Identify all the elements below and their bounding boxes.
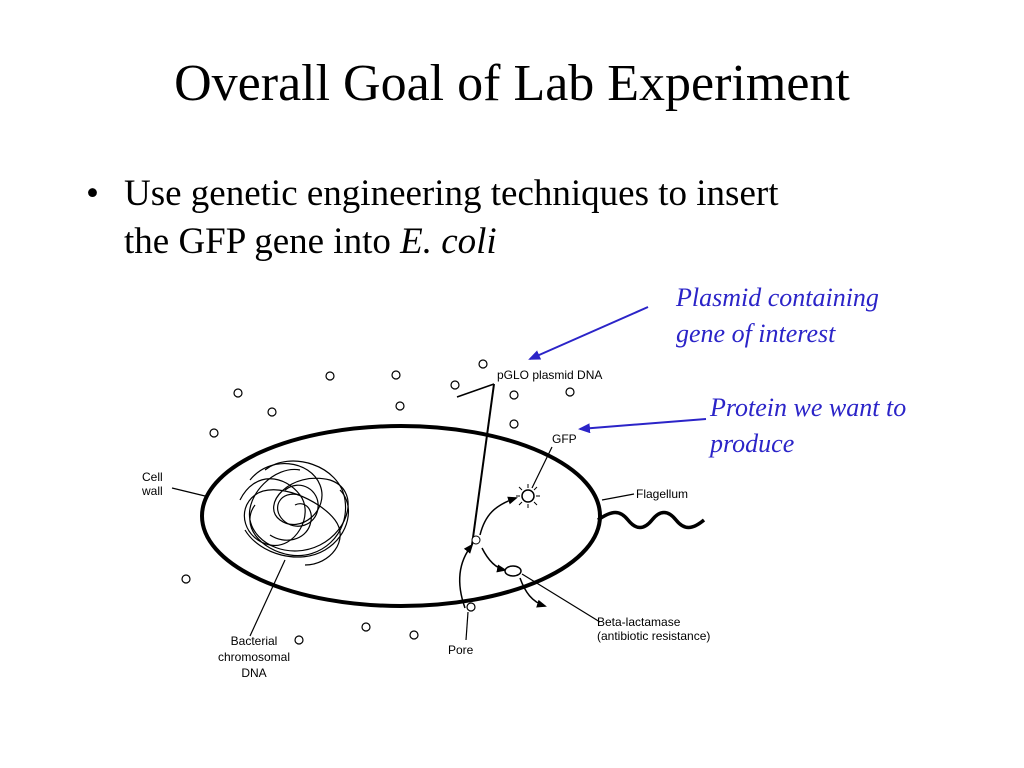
beta-lactamase-label-1: Beta-lactamase xyxy=(597,615,681,629)
beta-lactamase-protein-icon xyxy=(504,565,522,577)
free-plasmids xyxy=(181,359,575,645)
cell-wall-label-1: Cell xyxy=(142,470,163,484)
bullet-line-2: the GFP gene into E. coli xyxy=(124,218,984,266)
bullet-line-2-text: the GFP gene into xyxy=(124,221,401,262)
gfp-pointer xyxy=(531,446,553,489)
chromosomal-dna-tangle xyxy=(239,460,349,566)
plasmid-in-cell xyxy=(471,535,481,545)
pglo-label: pGLO plasmid DNA xyxy=(497,368,602,382)
cell-wall-pointer xyxy=(171,487,206,497)
dna-pointer xyxy=(249,559,286,637)
gfp-expression-arrow xyxy=(479,496,518,536)
secretion-arrow xyxy=(519,577,547,608)
bullet-symbol: • xyxy=(86,173,99,214)
protein-annotation: Protein we want to produce xyxy=(710,390,906,462)
beta-lactamase-label-2: (antibiotic resistance) xyxy=(597,629,710,643)
organism-name: E. coli xyxy=(400,221,497,262)
gfp-label: GFP xyxy=(552,432,577,446)
cell-wall-label-2: wall xyxy=(141,484,163,498)
gfp-arrow xyxy=(578,418,707,434)
bacterial-dna-label-3: DNA xyxy=(241,666,266,680)
pore-arrow xyxy=(458,543,474,609)
beta-lactamase-pointer xyxy=(521,573,601,623)
protein-annotation-line-1: Protein we want to xyxy=(710,393,907,422)
plasmid-annotation-line-2: gene of interest xyxy=(676,319,836,348)
gfp-protein-icon xyxy=(516,484,540,508)
plasmid-arrow xyxy=(528,306,649,360)
plasmid-annotation-line-1: Plasmid containing xyxy=(676,283,879,312)
plasmid-entry-line xyxy=(471,383,495,546)
flagellum-shape xyxy=(596,510,706,530)
bacterial-dna-label-1: Bacterial xyxy=(231,634,278,648)
flagellum-label: Flagellum xyxy=(636,487,688,501)
plasmid-annotation: Plasmid containing gene of interest xyxy=(676,280,879,352)
protein-annotation-line-2: produce xyxy=(710,429,795,458)
bullet-line-1: Use genetic engineering techniques to in… xyxy=(124,173,779,214)
bla-expression-arrow xyxy=(481,547,507,573)
flagellum-pointer xyxy=(601,493,635,501)
pore-label: Pore xyxy=(448,643,474,657)
bacterial-dna-label-2: chromosomal xyxy=(218,650,290,664)
cell-wall-ellipse xyxy=(200,424,602,608)
slide-title: Overall Goal of Lab Experiment xyxy=(174,55,850,112)
pglo-pointer xyxy=(456,383,495,398)
bullet-text: Use genetic engineering techniques to in… xyxy=(124,170,984,266)
pore-pointer xyxy=(465,611,469,641)
